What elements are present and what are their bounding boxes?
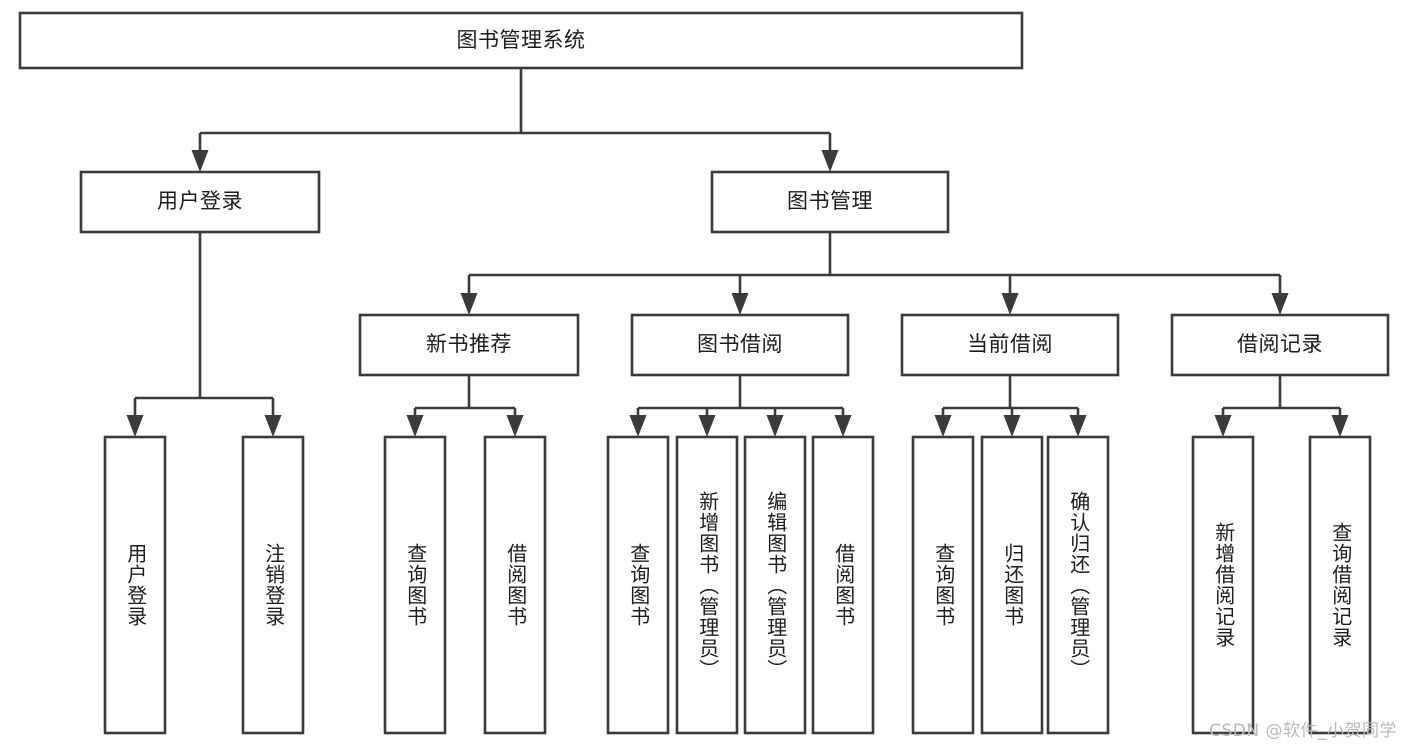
arrow-head-leaf-add-book <box>698 415 716 437</box>
arrow-head-leaf-borrow-book-1 <box>506 415 524 437</box>
node-box-leaf-logout[interactable] <box>241 435 305 735</box>
arrow-head-current-borrow <box>1001 293 1019 315</box>
node-box-leaf-borrow-book-2[interactable] <box>811 435 875 735</box>
node-box-leaf-add-book[interactable] <box>675 435 739 735</box>
arrow-head-book-borrow <box>731 293 749 315</box>
arrow-head-book-manage <box>821 150 839 172</box>
node-box-borrow-record[interactable] <box>1170 313 1390 377</box>
arrow-head-leaf-user-login <box>126 415 144 437</box>
connector-layer <box>126 68 1349 437</box>
node-box-leaf-return-book[interactable] <box>980 435 1044 735</box>
arrow-head-leaf-return-book <box>1003 415 1021 437</box>
node-box-leaf-borrow-book-1[interactable] <box>483 435 547 735</box>
node-box-book-manage[interactable] <box>710 170 950 234</box>
node-box-leaf-edit-book[interactable] <box>743 435 807 735</box>
node-box-root[interactable] <box>18 11 1024 70</box>
node-box-leaf-confirm-return[interactable] <box>1046 435 1110 735</box>
node-box-current-borrow[interactable] <box>900 313 1120 377</box>
arrow-head-leaf-query-book-2 <box>629 415 647 437</box>
node-box-leaf-query-book-3[interactable] <box>911 435 975 735</box>
arrow-head-leaf-edit-book <box>766 415 784 437</box>
node-box-leaf-user-login[interactable] <box>103 435 167 735</box>
node-box-leaf-query-book-2[interactable] <box>606 435 670 735</box>
arrow-head-borrow-record <box>1271 293 1289 315</box>
arrow-head-leaf-logout <box>264 415 282 437</box>
node-box-leaf-add-record[interactable] <box>1191 435 1255 735</box>
node-box-user-login[interactable] <box>79 170 321 234</box>
node-box-layer <box>18 11 1390 735</box>
arrow-head-leaf-query-record <box>1331 415 1349 437</box>
node-box-new-book-rec[interactable] <box>358 313 580 377</box>
arrow-head-leaf-confirm-return <box>1069 415 1087 437</box>
arrow-head-new-book-rec <box>460 293 478 315</box>
arrow-head-leaf-query-book-1 <box>406 415 424 437</box>
node-box-leaf-query-record[interactable] <box>1308 435 1372 735</box>
arrow-head-leaf-borrow-book-2 <box>834 415 852 437</box>
arrow-head-user-login <box>191 150 209 172</box>
arrow-head-leaf-query-book-3 <box>934 415 952 437</box>
node-box-leaf-query-book-1[interactable] <box>383 435 447 735</box>
node-box-book-borrow[interactable] <box>630 313 850 377</box>
arrow-head-leaf-add-record <box>1214 415 1232 437</box>
